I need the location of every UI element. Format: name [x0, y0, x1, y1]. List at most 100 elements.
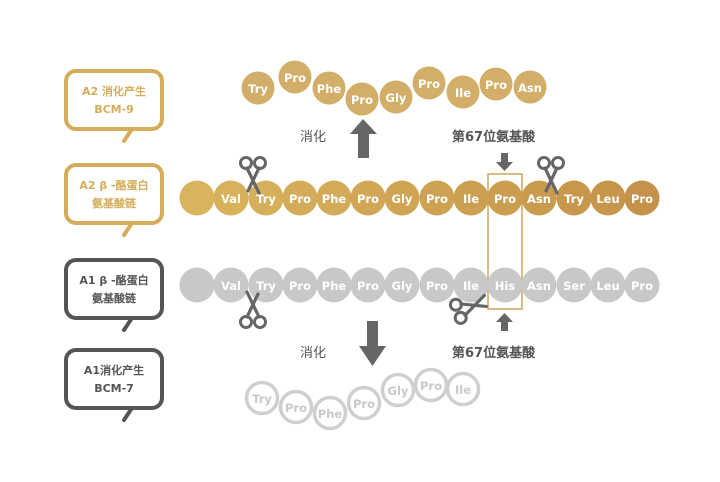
callout-bubble [64, 258, 164, 320]
callout-line1: A2 β -酪蛋白 [79, 178, 148, 192]
amino-acid-label: Pro [357, 192, 379, 206]
amino-acid-bead: Phe [316, 180, 352, 216]
position67-top-group: 第67位氨基酸 [452, 129, 536, 171]
amino-acid-bead: Asn [521, 180, 557, 216]
bead-circle [350, 180, 386, 216]
amino-acid-bead: Gly [384, 267, 420, 303]
bead-circle [590, 267, 626, 303]
amino-acid-label: Pro [353, 397, 375, 411]
amino-acid-bead: Try [241, 71, 275, 105]
amino-acid-label: Phe [322, 192, 347, 206]
callout-line2: BCM-7 [94, 382, 134, 395]
bead-circle [556, 267, 592, 303]
amino-acid-bead: Leu [590, 180, 626, 216]
digest-label-bottom: 消化 [300, 346, 326, 361]
bead-circle [513, 70, 547, 104]
bead-circle [624, 267, 660, 303]
amino-acid-bead: Phe [312, 395, 348, 431]
callout-line2: 氨基酸链 [92, 291, 137, 305]
amino-acid-bead: Pro [350, 267, 386, 303]
amino-acid-bead: Ile [453, 267, 489, 303]
bead-circle [346, 385, 382, 421]
bead-circle [345, 82, 379, 116]
bead-circle [590, 180, 626, 216]
position67-label-bottom: 第67位氨基酸 [452, 345, 536, 361]
bead-circle [380, 372, 416, 408]
amino-acid-label: Pro [420, 379, 442, 393]
callout-line2: BCM-9 [94, 103, 134, 116]
bead-circle [446, 75, 480, 109]
amino-acid-bead: Phe [316, 267, 352, 303]
amino-acid-bead: Asn [513, 70, 547, 104]
callout-a1-bcm7: A1消化产生 BCM-7 [64, 348, 164, 422]
amino-acid-bead: Try [244, 380, 280, 416]
amino-acid-bead [179, 267, 215, 303]
amino-acid-label: Ile [463, 192, 479, 206]
bead-circle [445, 371, 481, 407]
bead-circle [412, 66, 446, 100]
amino-acid-label: Val [221, 192, 241, 206]
bead-circle [453, 180, 489, 216]
bead-circle [282, 267, 318, 303]
amino-acid-bead: Leu [590, 267, 626, 303]
callout-line1: A1消化产生 [84, 363, 144, 377]
amino-acid-label: Asn [518, 81, 542, 95]
bead-circle [278, 60, 312, 94]
amino-acid-label: Gly [392, 192, 413, 206]
amino-acid-bead: Pro [412, 66, 446, 100]
bead-circle [419, 267, 455, 303]
amino-acid-bead: Pro [345, 82, 379, 116]
arrow-up-icon [350, 119, 377, 158]
amino-acid-bead: Phe [312, 71, 346, 105]
amino-acid-bead: Try [248, 267, 284, 303]
amino-acid-label: Phe [322, 279, 347, 293]
amino-acid-label: Pro [494, 192, 516, 206]
amino-acid-label: Leu [596, 279, 619, 293]
amino-acid-bead: Val [213, 267, 249, 303]
bead-circle [278, 389, 314, 425]
amino-acid-bead: Pro [282, 180, 318, 216]
amino-acid-bead: Pro [624, 180, 660, 216]
amino-acid-label: Gly [388, 384, 409, 398]
callout-tail [122, 221, 134, 237]
bead-circle [350, 267, 386, 303]
arrow-down-icon [496, 153, 513, 171]
amino-acid-label: Pro [285, 401, 307, 415]
position67-bottom-group: 第67位氨基酸 [452, 313, 536, 361]
amino-acid-label: Pro [357, 279, 379, 293]
amino-acid-bead: Try [556, 180, 592, 216]
amino-acid-bead: Pro [487, 180, 523, 216]
bead-circle [487, 180, 523, 216]
bead-circle [179, 267, 215, 303]
callout-bubble [64, 163, 164, 225]
amino-acid-label: Asn [527, 279, 551, 293]
amino-acid-bead: Ile [453, 180, 489, 216]
amino-acid-label: Ile [463, 279, 479, 293]
bead-circle [419, 180, 455, 216]
amino-acid-bead [179, 180, 215, 216]
amino-acid-label: Pro [485, 78, 507, 92]
amino-acid-bead: His [487, 267, 523, 303]
amino-acid-bead: Pro [413, 367, 449, 403]
amino-acid-label: Pro [631, 279, 653, 293]
amino-acid-bead: Pro [419, 267, 455, 303]
amino-acid-label: Try [256, 192, 276, 206]
bead-circle [624, 180, 660, 216]
bead-circle [316, 267, 352, 303]
amino-acid-bead: Pro [282, 267, 318, 303]
bead-circle [556, 180, 592, 216]
amino-acid-label: Phe [317, 82, 342, 96]
bead-circle [312, 395, 348, 431]
bead-circle [213, 267, 249, 303]
amino-acid-bead: Pro [419, 180, 455, 216]
bead-circle [384, 267, 420, 303]
amino-acid-label: Try [252, 392, 272, 406]
amino-acid-label: Pro [426, 192, 448, 206]
bead-circle [487, 267, 523, 303]
